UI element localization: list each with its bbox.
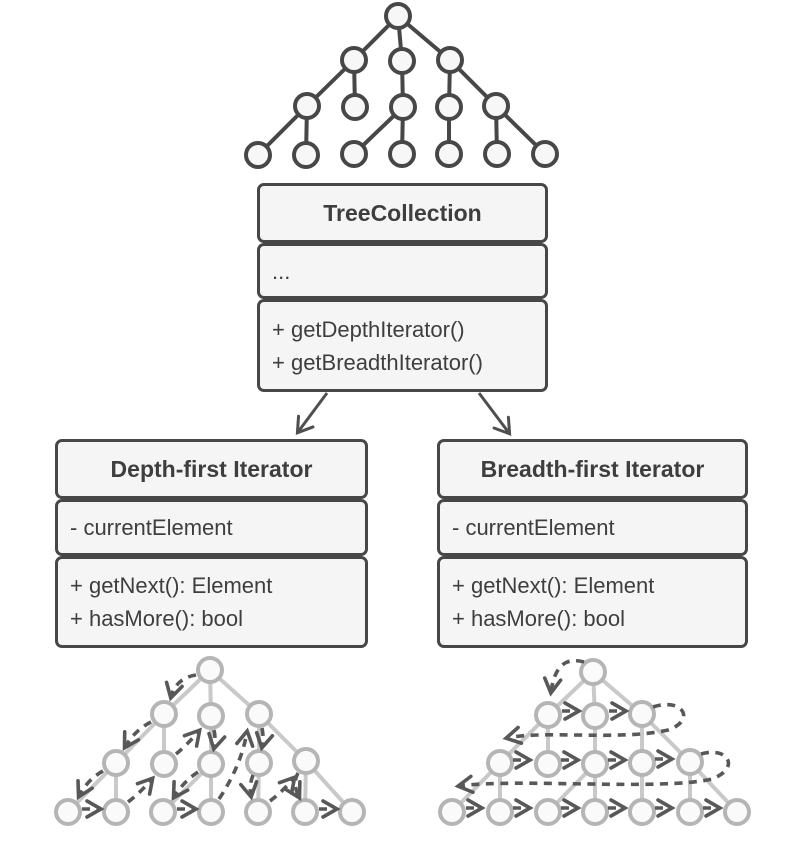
method-line: + getBreadthIterator() — [272, 349, 483, 375]
breadth-first-arrows — [454, 658, 731, 818]
tree-node — [534, 750, 562, 778]
tree-node — [438, 798, 466, 826]
tree-node — [244, 798, 272, 826]
depth-first-arrows — [76, 673, 341, 819]
class-title: Depth-first Iterator — [110, 455, 313, 482]
traversal-arrow — [217, 727, 255, 800]
class-title: Breadth-first Iterator — [480, 455, 705, 482]
tree-node — [534, 701, 562, 729]
tree-node — [388, 47, 416, 75]
traversal-arrow — [454, 750, 731, 795]
tree-node — [676, 748, 704, 776]
tree-edges — [256, 14, 547, 157]
tree-node — [384, 2, 412, 30]
attribute-line: - currentElement — [452, 515, 615, 540]
class-methods: + getNext(): Element + hasMore(): bool — [437, 556, 748, 648]
method-line: + getDepthIterator() — [272, 316, 465, 342]
tree-node — [244, 141, 272, 169]
tree-collection-illustration — [244, 2, 559, 169]
class-attributes: - currentElement — [55, 499, 368, 556]
tree-edges — [450, 670, 739, 814]
tree-node — [534, 798, 562, 826]
tree-node — [245, 749, 273, 777]
collection-to-iterator-arrows — [295, 392, 512, 437]
depth-first-iterator-class-box: Depth-first Iterator - currentElement + … — [55, 439, 368, 648]
class-methods: + getDepthIterator() + getBreadthIterato… — [257, 299, 548, 392]
traversal-arrow — [502, 702, 686, 745]
tree-node — [435, 93, 463, 121]
tree-node — [581, 750, 609, 778]
tree-node — [435, 140, 463, 168]
traversal-arrow — [164, 673, 197, 702]
traversal-arrow — [283, 772, 302, 802]
tree-edges — [66, 668, 354, 814]
method-line: + getNext(): Element — [452, 573, 655, 598]
tree-node — [483, 140, 511, 168]
tree-node — [628, 749, 656, 777]
tree-node — [102, 749, 130, 777]
class-header: Depth-first Iterator — [55, 439, 368, 499]
attribute-line: - currentElement — [70, 515, 233, 540]
tree-node — [292, 747, 320, 775]
class-attributes: - currentElement — [437, 499, 748, 556]
tree-node — [676, 798, 704, 826]
class-header: TreeCollection — [257, 183, 548, 243]
tree-node — [293, 92, 321, 120]
tree-node — [581, 798, 609, 826]
arrow-to-depth-iterator — [295, 392, 329, 436]
class-methods: + getNext(): Element + hasMore(): bool — [55, 556, 368, 648]
breadth-first-traversal-illustration — [438, 658, 751, 826]
tree-node — [197, 750, 225, 778]
traversal-arrow — [126, 775, 156, 804]
class-header: Breadth-first Iterator — [437, 439, 748, 499]
tree-node — [531, 140, 559, 168]
breadth-first-iterator-class-box: Breadth-first Iterator - currentElement … — [437, 439, 748, 648]
tree-node — [581, 702, 609, 730]
tree-node — [197, 798, 225, 826]
traversal-arrow — [542, 658, 585, 697]
tree-node — [149, 798, 177, 826]
traversal-arrow — [268, 774, 298, 803]
traversal-arrow — [174, 727, 203, 756]
tree-node — [150, 700, 178, 728]
attribute-line: ... — [272, 258, 291, 284]
tree-node — [388, 140, 416, 168]
tree-node — [628, 700, 656, 728]
tree-node — [340, 140, 368, 168]
tree-node — [389, 93, 417, 121]
tree-node — [436, 46, 464, 74]
tree-node — [196, 656, 224, 684]
traversal-arrow — [254, 727, 275, 752]
depth-first-traversal-illustration — [54, 656, 366, 826]
traversal-arrow — [207, 729, 227, 753]
tree-node — [197, 702, 225, 730]
tree-node — [54, 798, 82, 826]
arrow-to-breadth-iterator — [477, 392, 512, 437]
tree-node — [482, 92, 510, 120]
tree-node — [723, 798, 751, 826]
tree-collection-class-box: TreeCollection ... + getDepthIterator() … — [257, 183, 548, 392]
tree-node — [579, 658, 607, 686]
traversal-arrow — [122, 720, 152, 751]
tree-node — [338, 798, 366, 826]
tree-node — [341, 93, 369, 121]
traversal-arrow — [171, 770, 199, 801]
tree-node — [628, 798, 656, 826]
traversal-arrow — [76, 769, 104, 801]
tree-node — [486, 798, 514, 826]
class-title: TreeCollection — [323, 199, 482, 226]
tree-node — [291, 798, 319, 826]
tree-node — [102, 798, 130, 826]
tree-node — [292, 141, 320, 169]
method-line: + hasMore(): bool — [70, 606, 244, 631]
tree-node — [340, 46, 368, 74]
method-line: + getNext(): Element — [70, 573, 273, 598]
tree-node — [245, 700, 273, 728]
method-line: + hasMore(): bool — [452, 606, 626, 631]
class-attributes: ... — [257, 243, 548, 299]
tree-node — [486, 749, 514, 777]
traversal-arrow — [239, 774, 259, 801]
tree-node — [150, 750, 178, 778]
